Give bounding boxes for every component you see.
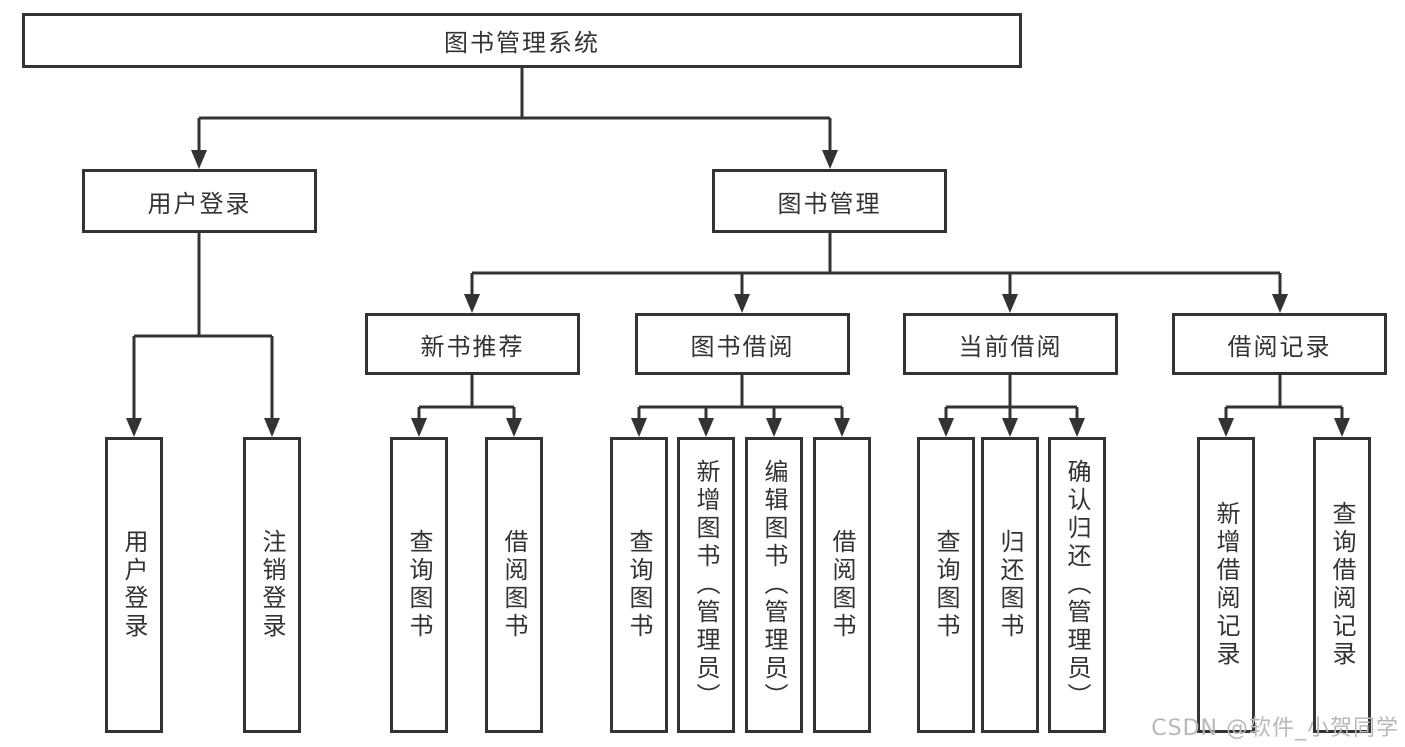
- node-user-login: 用户登录: [82, 169, 317, 233]
- leaf-cb-confirm-return: 确认归还（管理员）: [1048, 437, 1106, 733]
- leaf-br-add-record: 新增借阅记录: [1197, 437, 1255, 733]
- leaf-cb-confirm-return-label: 确认归还（管理员）: [1063, 459, 1091, 711]
- leaf-bb-borrow-book-label: 借阅图书: [828, 529, 856, 641]
- leaf-logout-label: 注销登录: [258, 529, 286, 641]
- leaf-bb-query-book-label: 查询图书: [625, 529, 653, 641]
- leaf-br-query-record-label: 查询借阅记录: [1328, 501, 1356, 669]
- leaf-nbr-borrow-book: 借阅图书: [485, 437, 543, 733]
- node-new-book-rec: 新书推荐: [365, 313, 580, 375]
- leaf-bb-query-book: 查询图书: [610, 437, 668, 733]
- leaf-bb-add-book: 新增图书（管理员）: [677, 437, 735, 733]
- leaf-bb-edit-book-label: 编辑图书（管理员）: [760, 459, 788, 711]
- leaf-nbr-query-book-label: 查询图书: [405, 529, 433, 641]
- leaf-nbr-query-book: 查询图书: [390, 437, 448, 733]
- leaf-br-add-record-label: 新增借阅记录: [1212, 501, 1240, 669]
- leaf-logout: 注销登录: [243, 437, 301, 733]
- node-new-book-rec-label: 新书推荐: [420, 332, 525, 361]
- node-root: 图书管理系统: [22, 13, 1022, 68]
- leaf-user-login-label: 用户登录: [120, 529, 148, 641]
- leaf-bb-edit-book: 编辑图书（管理员）: [745, 437, 803, 733]
- node-book-mgmt-label: 图书管理: [777, 189, 882, 218]
- leaf-cb-return-book: 归还图书: [981, 437, 1039, 733]
- leaf-nbr-borrow-book-label: 借阅图书: [500, 529, 528, 641]
- node-book-borrow-label: 图书借阅: [690, 332, 795, 361]
- leaf-cb-query-book: 查询图书: [917, 437, 975, 733]
- leaf-user-login: 用户登录: [105, 437, 163, 733]
- leaf-bb-add-book-label: 新增图书（管理员）: [692, 459, 720, 711]
- node-book-borrow: 图书借阅: [635, 313, 850, 375]
- leaf-br-query-record: 查询借阅记录: [1313, 437, 1371, 733]
- node-current-borrow-label: 当前借阅: [958, 332, 1063, 361]
- node-root-label: 图书管理系统: [444, 29, 600, 57]
- node-borrow-record: 借阅记录: [1172, 313, 1387, 375]
- leaf-bb-borrow-book: 借阅图书: [813, 437, 871, 733]
- node-book-mgmt: 图书管理: [712, 169, 947, 233]
- node-user-login-label: 用户登录: [147, 189, 252, 218]
- leaf-cb-query-book-label: 查询图书: [932, 529, 960, 641]
- csdn-watermark: CSDN @软件_小贺同学: [1151, 716, 1399, 741]
- node-borrow-record-label: 借阅记录: [1227, 332, 1332, 361]
- leaf-cb-return-book-label: 归还图书: [996, 529, 1024, 641]
- node-current-borrow: 当前借阅: [903, 313, 1118, 375]
